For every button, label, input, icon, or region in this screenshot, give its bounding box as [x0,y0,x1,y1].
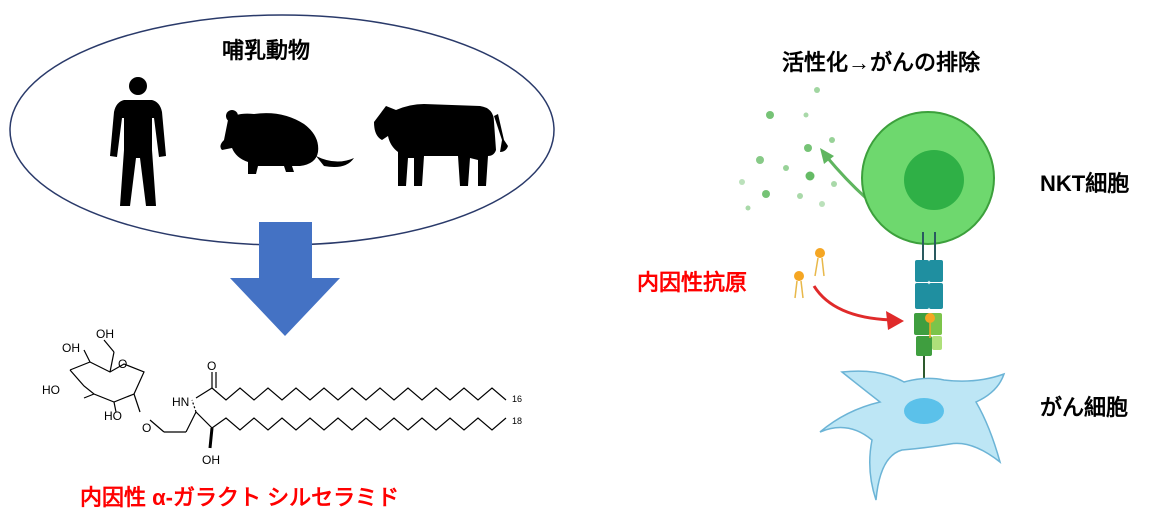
chem-nh: HN [172,395,189,409]
chem-chain16: 16 [512,394,522,404]
chem-o-carbonyl: O [207,359,216,373]
chem-o-ring: O [118,357,127,371]
molecule-name: 内因性 α-ガラクト シルセラミド [80,485,400,510]
nkt-nucleus [904,150,964,210]
chem-o-link: O [142,421,151,435]
chem-ho-left: HO [42,383,60,397]
cd1d-molecule [914,313,942,356]
chem-oh-top-b: OH [96,327,114,341]
cow-icon [374,104,508,186]
activation-title: 活性化→がんの排除 [782,50,981,75]
down-arrow [230,222,340,336]
chem-oh-bottom: OH [202,453,220,467]
free-antigen-a [814,248,825,277]
cancer-cell-label: がん細胞 [1040,395,1129,420]
galactosylceramide-structure [69,339,507,449]
mammals-title: 哺乳動物 [222,38,311,63]
free-antigen-b [794,271,804,299]
t-cell-receptor [915,260,943,309]
chem-oh-top-a: OH [62,341,80,355]
antigen-presentation-arrow [812,285,893,322]
cytokine-dots [739,87,837,211]
human-icon [110,77,166,206]
cytokine-release-arrow [824,155,868,200]
chem-chain18: 18 [512,416,522,426]
cancer-nucleus [904,398,944,424]
mouse-icon [220,110,354,174]
endogenous-antigen-label: 内因性抗原 [637,270,748,295]
nkt-cell-label: NKT細胞 [1040,171,1130,196]
chem-ho-mid: HO [104,409,122,423]
cancer-cell [819,370,1006,501]
